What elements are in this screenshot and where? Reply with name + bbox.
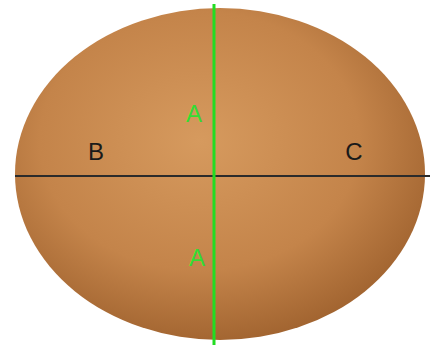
axis-label: B	[88, 140, 104, 164]
horizontal-axis	[15, 175, 430, 177]
axis-label: A	[189, 246, 205, 270]
vertical-axis	[213, 4, 216, 345]
axis-label: C	[345, 140, 362, 164]
egg-shell	[15, 8, 425, 340]
axis-label: A	[186, 102, 202, 126]
